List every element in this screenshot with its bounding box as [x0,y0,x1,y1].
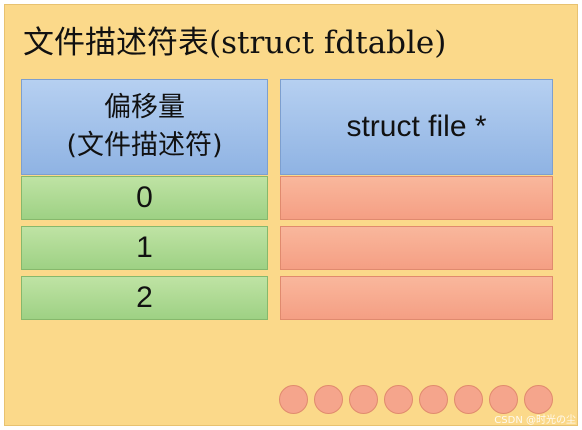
offset-header-line1: 偏移量 [104,92,185,123]
file-pointer-cell-2 [280,276,553,320]
ellipsis-dot [454,385,483,414]
ellipsis-dot [384,385,413,414]
ellipsis-dot [314,385,343,414]
ellipsis-dot [489,385,518,414]
fd-index-cell-1: 1 [21,226,268,270]
ellipsis-dot [524,385,553,414]
more-entries-dots [279,385,553,414]
ellipsis-dot [349,385,378,414]
fd-index-cell-0: 0 [21,176,268,220]
ellipsis-dot [419,385,448,414]
offset-header-line2: (文件描述符) [66,130,223,161]
offset-column-header: 偏移量 (文件描述符) [21,79,268,175]
ellipsis-dot [279,385,308,414]
diagram-title: 文件描述符表(struct fdtable) [23,25,447,61]
file-pointer-cell-0 [280,176,553,220]
fdtable-panel: 文件描述符表(struct fdtable) 偏移量 (文件描述符) struc… [4,4,578,426]
fd-index-cell-2: 2 [21,276,268,320]
watermark: CSDN @时光の尘 [494,415,576,426]
file-pointer-cell-1 [280,226,553,270]
file-pointer-column-header: struct file * [280,79,553,175]
